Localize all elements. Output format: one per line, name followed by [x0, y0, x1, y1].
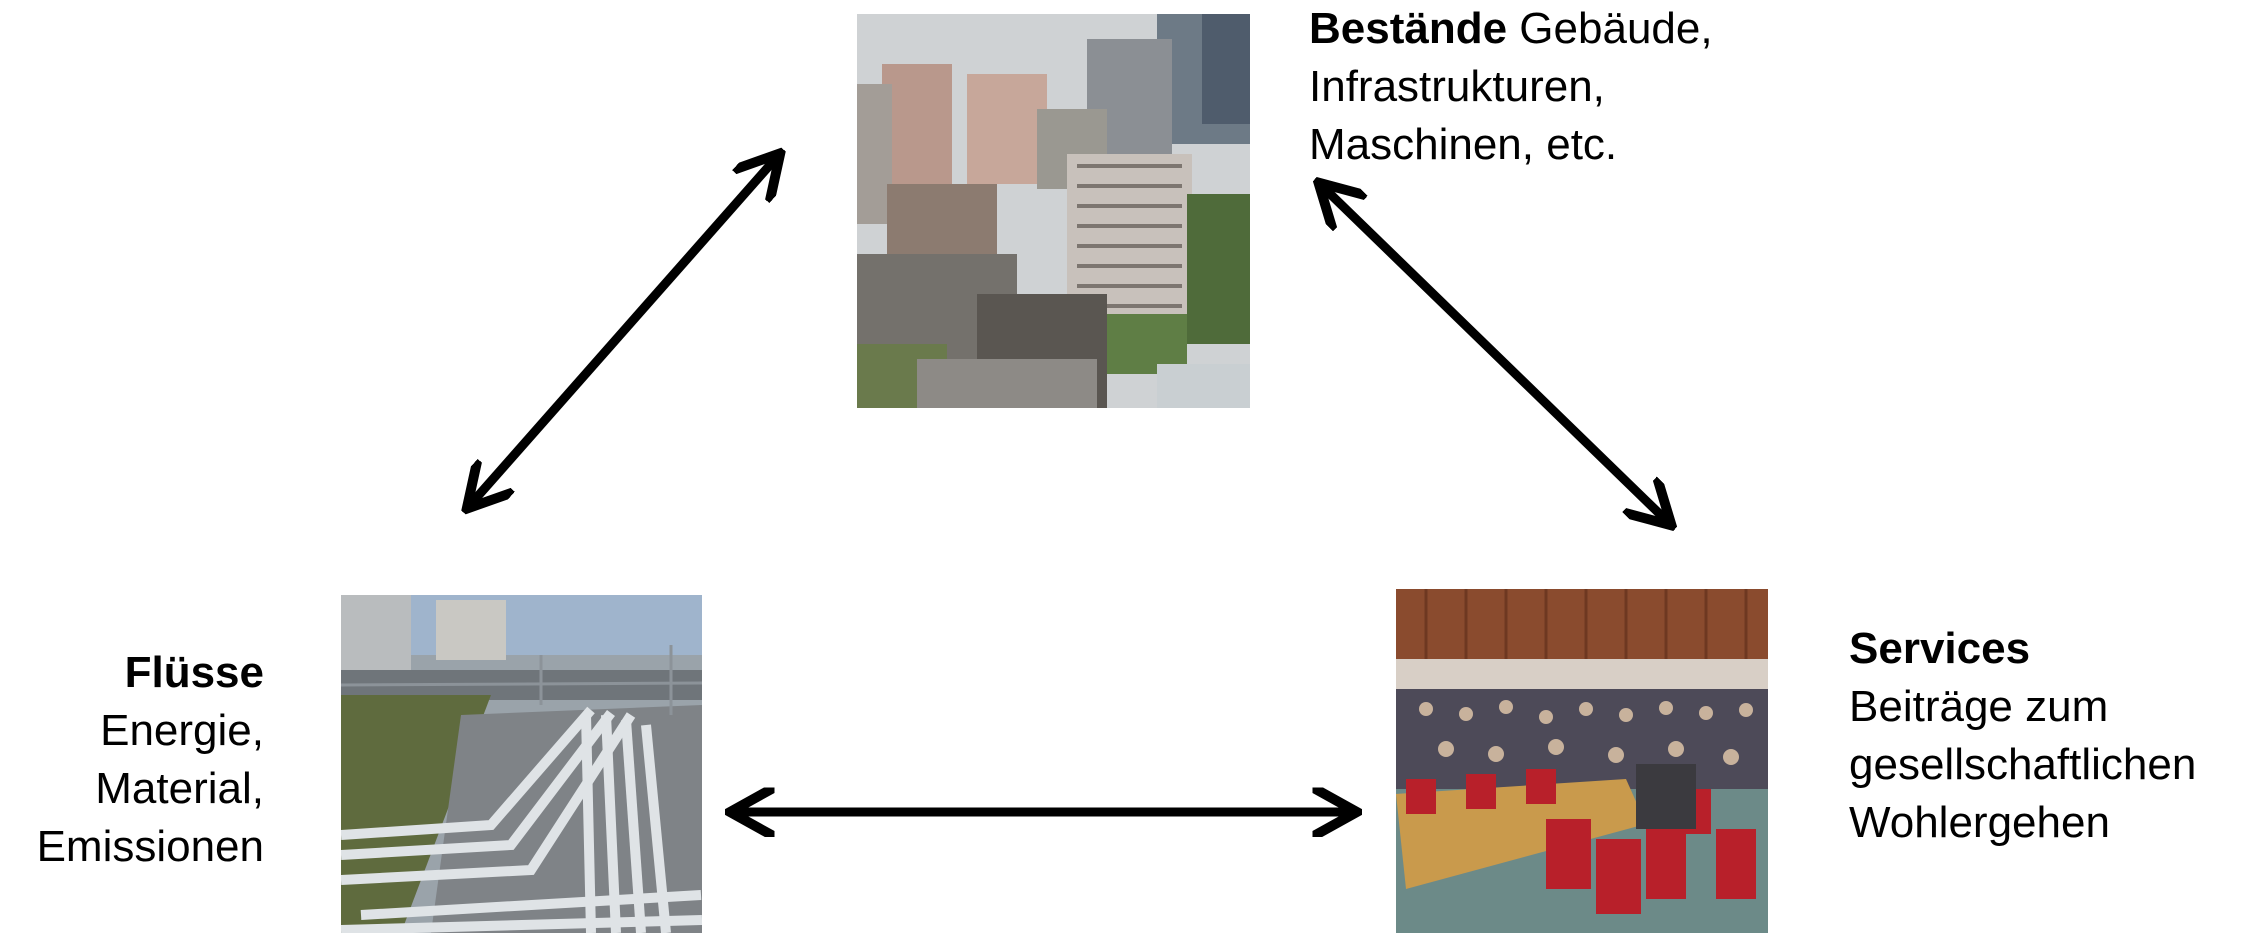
flows-label: Flüsse Energie, Material, Emissionen [37, 644, 264, 876]
stocks-line-2: Maschinen, etc. [1309, 120, 1618, 169]
flows-line-1: Energie, [100, 706, 264, 755]
arrow-stocks-flows [470, 157, 777, 505]
flows-line-2: Material, [95, 764, 264, 813]
flows-title: Flüsse [37, 644, 264, 702]
services-line-1: Beiträge zum [1849, 682, 2109, 731]
services-line-3: Wohlergehen [1849, 798, 2110, 847]
stocks-title-line: Bestände Gebäude, [1309, 0, 1713, 58]
stocks-title: Bestände [1309, 4, 1508, 53]
arrow-stocks-services [1322, 186, 1668, 522]
stocks-title-suffix: Gebäude, [1507, 4, 1713, 53]
flows-line-3: Emissionen [36, 822, 264, 871]
services-label: Services Beiträge zum gesellschaftlichen… [1849, 620, 2196, 852]
services-title: Services [1849, 620, 2196, 678]
conference-photo [1396, 589, 1768, 933]
stocks-line-1: Infrastrukturen, [1309, 62, 1605, 111]
stocks-label: Bestände Gebäude, Infrastrukturen, Masch… [1309, 0, 1713, 174]
services-line-2: gesellschaftlichen [1849, 740, 2197, 789]
pipelines-photo [341, 595, 702, 933]
city-photo [857, 14, 1250, 408]
flows-title-text: Flüsse [124, 648, 264, 697]
services-title-text: Services [1849, 624, 2031, 673]
